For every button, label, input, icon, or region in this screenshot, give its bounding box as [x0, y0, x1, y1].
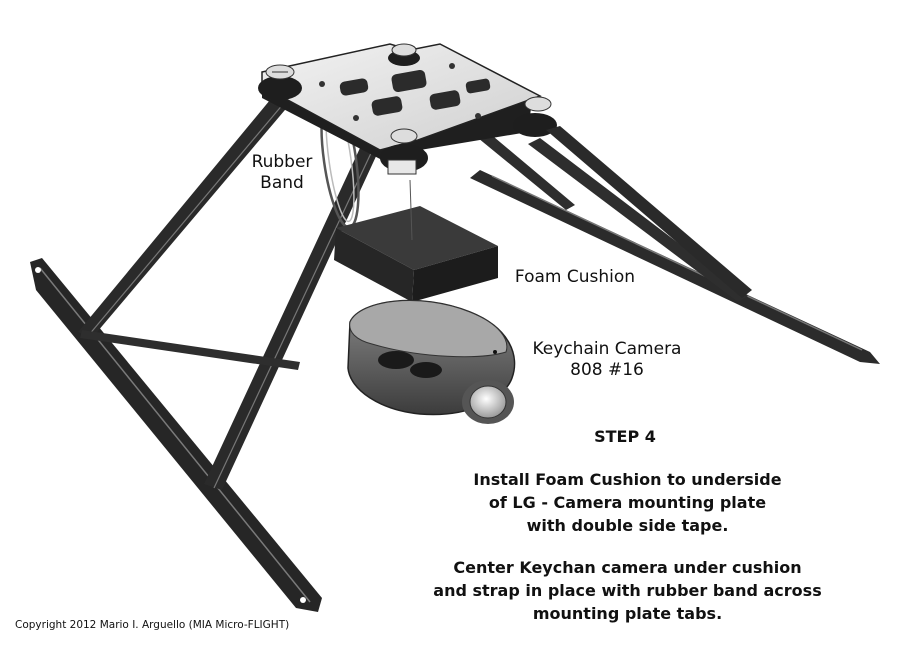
- instruction-paragraph-1: Install Foam Cushion to underside of LG …: [400, 468, 855, 537]
- camera-label-line2: 808 #16: [570, 360, 644, 380]
- instruction-paragraph-2: Center Keychan camera under cushion and …: [400, 556, 855, 625]
- foam-cushion-label: Foam Cushion: [514, 267, 636, 287]
- camera-label: Keychain Camera 808 #16: [522, 339, 692, 381]
- keychain-camera: [347, 299, 516, 424]
- mount-screws: [258, 43, 557, 175]
- right-front-leg: [546, 126, 752, 298]
- instruction-2-line-1: Center Keychan camera under cushion: [453, 558, 802, 577]
- rubber-band-label-line2: Band: [260, 173, 304, 193]
- instruction-2-line-2: and strap in place with rubber band acro…: [433, 581, 822, 600]
- foam-cushion: [334, 179, 498, 302]
- mounting-plate: [261, 43, 542, 160]
- instruction-1-line-1: Install Foam Cushion to underside: [473, 470, 782, 489]
- copyright-notice: Copyright 2012 Mario I. Arguello (MIA Mi…: [15, 619, 290, 631]
- left-legs: [78, 100, 378, 490]
- camera-label-line1: Keychain Camera: [532, 339, 682, 359]
- instruction-2-line-3: mounting plate tabs.: [532, 604, 723, 623]
- rubber-band-label: Rubber Band: [244, 152, 320, 194]
- instruction-1-line-3: with double side tape.: [526, 516, 729, 535]
- rubber-band-label-line1: Rubber: [251, 152, 313, 172]
- step-title: STEP 4: [594, 427, 656, 446]
- instruction-1-line-2: of LG - Camera mounting plate: [488, 493, 767, 512]
- right-rear-skid: [470, 132, 880, 364]
- left-skid: [30, 258, 322, 612]
